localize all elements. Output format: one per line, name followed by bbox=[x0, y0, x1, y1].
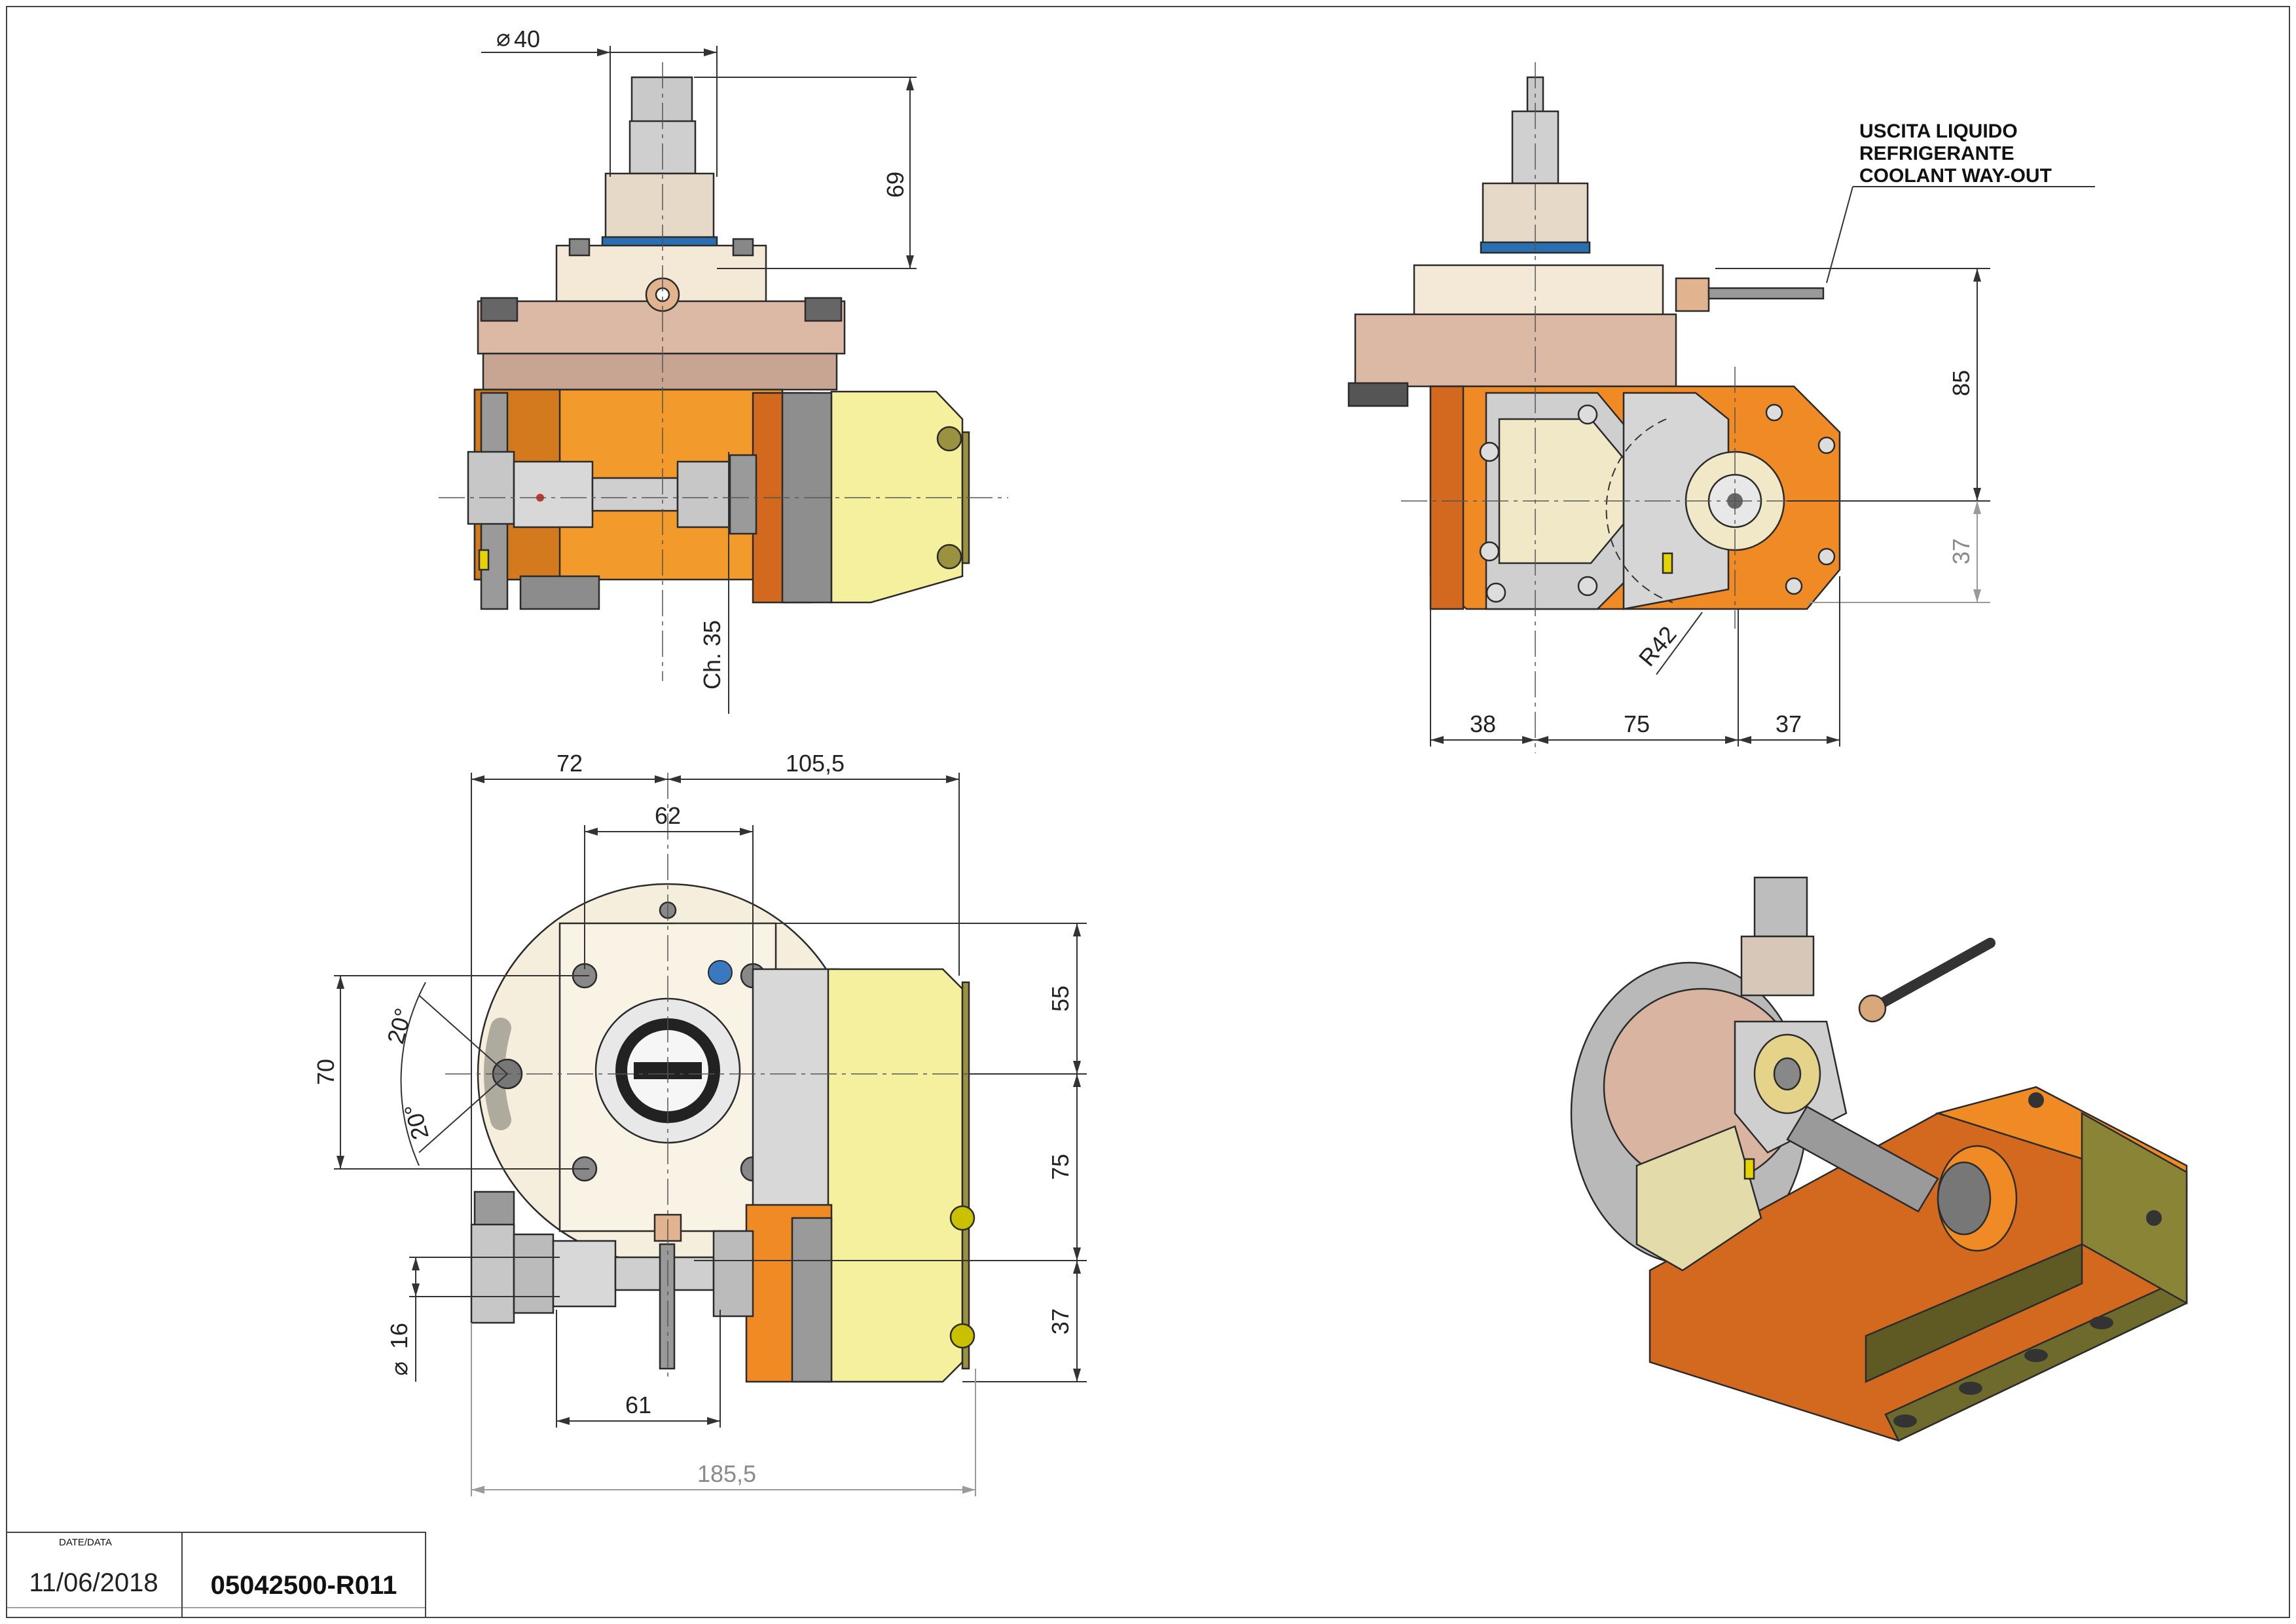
dim-top-height-75: 75 bbox=[1047, 1154, 1074, 1180]
dim-front-diameter-symbol: ⌀ bbox=[496, 24, 511, 51]
dim-top-diameter-16: 16 bbox=[386, 1323, 412, 1349]
dim-front-chamfer: Ch. 35 bbox=[699, 620, 725, 690]
dim-top-height-70: 70 bbox=[312, 1059, 339, 1085]
dim-top-width-61: 61 bbox=[625, 1392, 651, 1418]
dim-top-height-37: 37 bbox=[1047, 1308, 1074, 1335]
dim-top-height-55: 55 bbox=[1047, 986, 1074, 1012]
top-view: 72 105,5 62 70 20° 20° 55 75 37 ⌀ bbox=[312, 750, 1087, 1496]
dim-top-total-width: 185,5 bbox=[697, 1460, 756, 1487]
dim-top-diameter-symbol: ⌀ bbox=[386, 1361, 412, 1376]
front-view: ⌀ 40 69 Ch. 35 bbox=[439, 24, 1008, 714]
dim-side-width-75: 75 bbox=[1624, 710, 1650, 737]
title-block: DATE/DATA 11/06/2018 05042500-R011 bbox=[6, 1532, 426, 1618]
coolant-note-line-2: REFRIGERANTE bbox=[1859, 143, 2014, 164]
dim-top-width-72: 72 bbox=[556, 750, 583, 777]
title-date-label: DATE/DATA bbox=[59, 1537, 112, 1548]
sheet-border bbox=[6, 6, 2290, 1618]
dim-top-width-62: 62 bbox=[655, 802, 681, 829]
coolant-note-line-3: COOLANT WAY-OUT bbox=[1859, 165, 2052, 187]
dim-side-radius: R42 bbox=[1633, 621, 1682, 671]
dim-top-angle-lower: 20° bbox=[399, 1101, 434, 1143]
title-drawing-number: 05042500-R011 bbox=[211, 1571, 397, 1600]
dim-top-angle-upper: 20° bbox=[382, 1005, 417, 1046]
dim-side-height-37: 37 bbox=[1948, 538, 1975, 564]
dim-side-width-37: 37 bbox=[1776, 710, 1802, 737]
dim-side-width-38: 38 bbox=[1470, 710, 1496, 737]
title-date-value: 11/06/2018 bbox=[29, 1568, 158, 1597]
dim-front-height-69: 69 bbox=[882, 172, 909, 198]
side-view: R42 USCITA LIQUIDO REFRIGERANTE COOLANT … bbox=[1347, 62, 2095, 753]
coolant-note-line-1: USCITA LIQUIDO bbox=[1859, 120, 2018, 142]
isometric-view bbox=[1570, 876, 2188, 1442]
dim-front-diameter-40: 40 bbox=[514, 26, 540, 52]
dim-top-width-105-5: 105,5 bbox=[786, 750, 845, 777]
dim-side-height-85: 85 bbox=[1948, 370, 1975, 396]
